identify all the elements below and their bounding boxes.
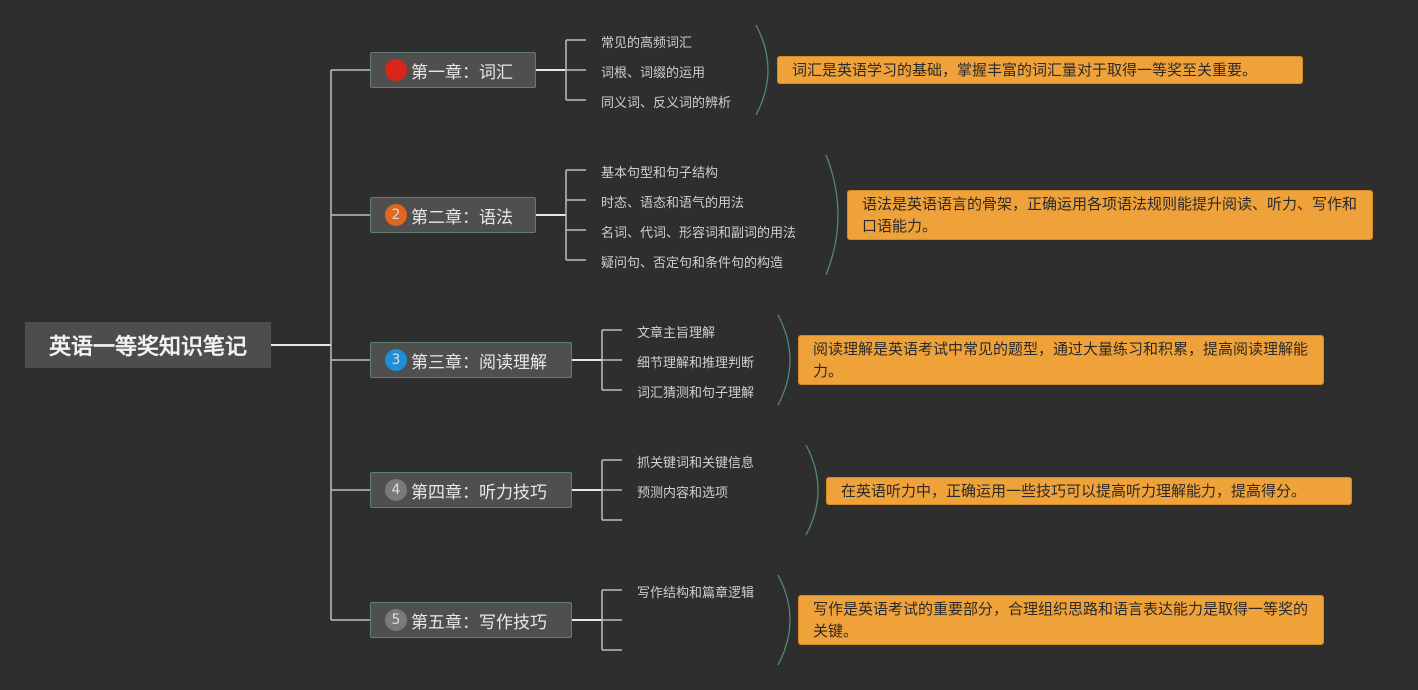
root-title: 英语一等奖知识笔记 xyxy=(48,335,247,360)
topic-3-2[interactable]: 细节理解和推理判断 xyxy=(637,356,755,371)
chapter-node-4[interactable]: 4 第四章：听力技巧 xyxy=(370,472,572,508)
badge-3: 3 xyxy=(385,349,407,371)
brace-5 xyxy=(777,574,791,666)
topic-4-1[interactable]: 抓关键词和关键信息 xyxy=(637,456,755,471)
badge-4: 4 xyxy=(385,479,407,501)
chapter-title-4: 第四章：听力技巧 xyxy=(411,482,547,503)
topic-1-2[interactable]: 词根、词缀的运用 xyxy=(601,66,706,81)
note-5[interactable]: 写作是英语考试的重要部分，合理组织思路和语言表达能力是取得一等奖的关键。 xyxy=(798,595,1324,645)
topic-4-2[interactable]: 预测内容和选项 xyxy=(637,486,729,501)
topic-1-3[interactable]: 同义词、反义词的辨析 xyxy=(601,96,732,111)
brace-4 xyxy=(805,444,819,536)
brace-1 xyxy=(755,24,769,116)
chapter-title-2: 第二章：语法 xyxy=(411,207,513,228)
chapter-title-3: 第三章：阅读理解 xyxy=(411,352,547,373)
brace-3 xyxy=(777,314,791,406)
badge-1: 1 xyxy=(385,59,407,81)
brace-2 xyxy=(825,154,839,276)
topic-3-3[interactable]: 词汇猜测和句子理解 xyxy=(637,386,755,401)
chapter-title-5: 第五章：写作技巧 xyxy=(411,612,547,633)
note-2[interactable]: 语法是英语语言的骨架，正确运用各项语法规则能提升阅读、听力、写作和口语能力。 xyxy=(847,190,1373,240)
chapter-node-1[interactable]: 1 第一章：词汇 xyxy=(370,52,536,88)
note-3[interactable]: 阅读理解是英语考试中常见的题型，通过大量练习和积累，提高阅读理解能力。 xyxy=(798,335,1324,385)
topic-2-4[interactable]: 疑问句、否定句和条件句的构造 xyxy=(601,256,784,271)
note-1[interactable]: 词汇是英语学习的基础，掌握丰富的词汇量对于取得一等奖至关重要。 xyxy=(777,56,1303,84)
chapter-node-3[interactable]: 3 第三章：阅读理解 xyxy=(370,342,572,378)
topic-1-1[interactable]: 常见的高频词汇 xyxy=(601,36,693,51)
note-4[interactable]: 在英语听力中，正确运用一些技巧可以提高听力理解能力，提高得分。 xyxy=(826,477,1352,505)
root-node[interactable]: 英语一等奖知识笔记 xyxy=(25,322,271,368)
topic-2-1[interactable]: 基本句型和句子结构 xyxy=(601,166,719,181)
badge-5: 5 xyxy=(385,609,407,631)
topic-5-1[interactable]: 写作结构和篇章逻辑 xyxy=(637,586,755,601)
badge-2: 2 xyxy=(385,204,407,226)
chapter-node-2[interactable]: 2 第二章：语法 xyxy=(370,197,536,233)
topic-3-1[interactable]: 文章主旨理解 xyxy=(637,326,716,341)
chapter-title-1: 第一章：词汇 xyxy=(411,62,513,83)
topic-2-2[interactable]: 时态、语态和语气的用法 xyxy=(601,196,745,211)
topic-2-3[interactable]: 名词、代词、形容词和副词的用法 xyxy=(601,226,797,241)
chapter-node-5[interactable]: 5 第五章：写作技巧 xyxy=(370,602,572,638)
